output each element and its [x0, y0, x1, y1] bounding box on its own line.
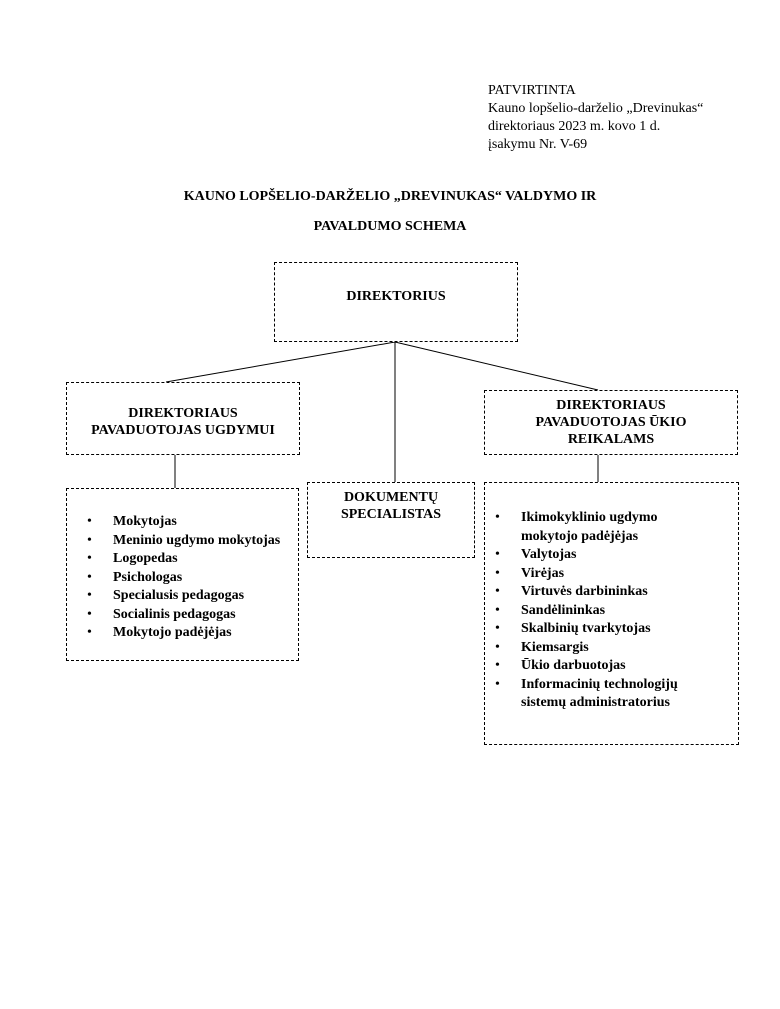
- node-deputy-economic-title: DIREKTORIAUS PAVADUOTOJAS ŪKIO REIKALAMS: [485, 397, 737, 448]
- education-staff-item: Logopedas: [77, 550, 280, 569]
- education-staff-item: Psichologas: [77, 569, 280, 588]
- connector-director-to-deputy-education: [165, 341, 396, 383]
- education-staff-box: MokytojasMeninio ugdymo mokytojasLogoped…: [66, 488, 299, 661]
- education-staff-item: Socialinis pedagogas: [77, 606, 280, 625]
- economic-staff-item-line: Virėjas: [521, 565, 565, 581]
- node-deputy-economic-line-3: REIKALAMS: [567, 432, 655, 447]
- economic-staff-item-line: sistemų administratorius: [521, 695, 670, 710]
- economic-staff-item: Ikimokyklinio ugdymo mokytojo padėjėjas: [485, 509, 678, 546]
- node-director: DIREKTORIUS: [274, 262, 518, 342]
- economic-staff-box: Ikimokyklinio ugdymo mokytojo padėjėjasVa…: [484, 482, 739, 745]
- education-staff-item: Meninio ugdymo mokytojas: [77, 532, 280, 551]
- economic-staff-item: Skalbinių tvarkytojas: [485, 620, 678, 639]
- node-director-label: DIREKTORIUS: [346, 289, 446, 304]
- education-staff-item: Specialusis pedagogas: [77, 587, 280, 606]
- economic-staff-list: Ikimokyklinio ugdymo mokytojo padėjėjasVa…: [485, 509, 678, 713]
- node-deputy-education: DIREKTORIAUS PAVADUOTOJAS UGDYMUI: [66, 382, 300, 455]
- approval-status: PATVIRTINTA: [488, 83, 576, 98]
- economic-staff-item: Informacinių technologijų sistemų adminis…: [485, 676, 678, 713]
- node-documents-line-1: DOKUMENTŲ: [343, 490, 439, 505]
- node-deputy-education-line-2: PAVADUOTOJAS UGDYMUI: [91, 423, 275, 438]
- document-title-line-2: PAVALDUMO SCHEMA: [313, 219, 467, 234]
- economic-staff-item-line: Sandėlininkas: [521, 602, 606, 618]
- document-title-line-1: KAUNO LOPŠELIO-DARŽELIO „DREVINUKAS“ VAL…: [183, 189, 597, 204]
- economic-staff-item: Sandėlininkas: [485, 602, 678, 621]
- approval-order-number: įsakymu Nr. V-69: [488, 137, 588, 152]
- economic-staff-item-line: Valytojas: [521, 547, 577, 562]
- node-deputy-economic: DIREKTORIAUS PAVADUOTOJAS ŪKIO REIKALAMS: [484, 390, 738, 455]
- economic-staff-item-line: Skalbinių tvarkytojas: [521, 621, 651, 636]
- economic-staff-item-line: Ikimokyklinio ugdymo: [521, 510, 658, 525]
- economic-staff-item: Virėjas: [485, 565, 678, 584]
- node-documents-line-2: SPECIALISTAS: [340, 507, 442, 522]
- economic-staff-item-line: Virtuvės darbininkas: [521, 584, 648, 599]
- education-staff-item: Mokytojas: [77, 513, 280, 532]
- economic-staff-item-line: mokytojo padėjėjas: [521, 528, 639, 544]
- economic-staff-item-line: Informacinių technologijų: [521, 676, 678, 692]
- economic-staff-item: Kiemsargis: [485, 639, 678, 658]
- node-documents-title: DOKUMENTŲ SPECIALISTAS: [308, 489, 474, 523]
- education-staff-list: MokytojasMeninio ugdymo mokytojasLogoped…: [77, 513, 280, 643]
- economic-staff-item: Valytojas: [485, 546, 678, 565]
- node-deputy-education-line-1: DIREKTORIAUS: [128, 406, 238, 421]
- node-deputy-education-title: DIREKTORIAUS PAVADUOTOJAS UGDYMUI: [67, 405, 299, 439]
- education-staff-item: Mokytojo padėjėjas: [77, 624, 280, 643]
- economic-staff-item: Virtuvės darbininkas: [485, 583, 678, 602]
- approval-institution: Kauno lopšelio-darželio „Drevinukas“: [488, 101, 704, 116]
- node-deputy-economic-line-1: DIREKTORIAUS: [556, 398, 666, 413]
- approval-date: direktoriaus 2023 m. kovo 1 d.: [488, 119, 661, 134]
- node-deputy-economic-line-2: PAVADUOTOJAS ŪKIO: [535, 415, 687, 430]
- economic-staff-item: Ūkio darbuotojas: [485, 657, 678, 676]
- economic-staff-item-line: Ūkio darbuotojas: [521, 658, 626, 673]
- node-documents-specialist: DOKUMENTŲ SPECIALISTAS: [307, 482, 475, 558]
- economic-staff-item-line: Kiemsargis: [521, 639, 589, 655]
- approval-block: PATVIRTINTA Kauno lopšelio-darželio „Dre…: [488, 82, 703, 154]
- connector-director-to-deputy-economic: [394, 341, 599, 391]
